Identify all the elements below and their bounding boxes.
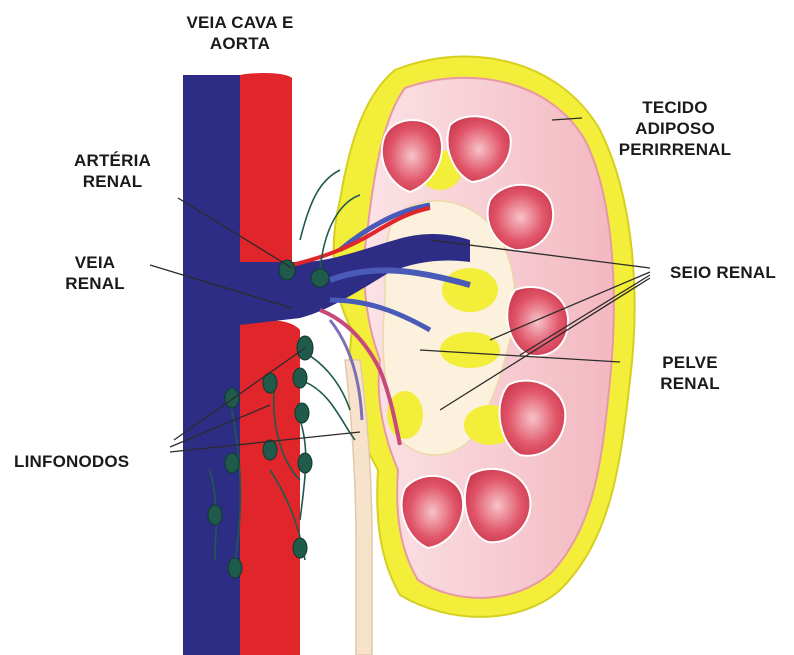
label-veia-renal: VEIA RENAL	[55, 252, 135, 294]
label-linfonodos: LINFONODOS	[14, 451, 129, 472]
label-arteria-renal: ARTÉRIA RENAL	[60, 150, 165, 192]
label-pelve-renal: PELVE RENAL	[640, 352, 740, 394]
label-seio-renal: SEIO RENAL	[670, 262, 776, 283]
label-veia-cava-aorta: VEIA CAVA E AORTA	[180, 12, 300, 54]
sinus-fat	[442, 268, 498, 312]
sinus-fat	[440, 332, 500, 368]
aorta	[240, 73, 292, 262]
aorta	[240, 320, 300, 655]
label-tecido-adiposo: TECIDO ADIPOSO PERIRRENAL	[600, 97, 750, 160]
